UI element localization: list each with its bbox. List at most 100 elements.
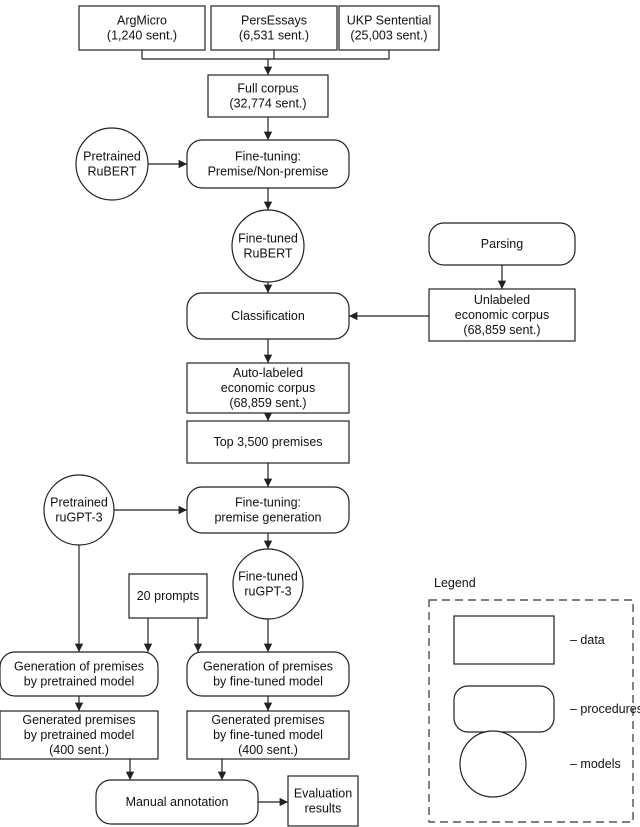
finetuned-rugpt-model-circle (232, 548, 304, 620)
node-persessays: PersEssays(6,531 sent.) (210, 5, 338, 51)
generated-finetuned-label: Generated premises (211, 713, 324, 727)
full-corpus-label: Full corpus (237, 82, 298, 96)
node-ukp: UKP Sentential(25,003 sent.) (338, 5, 440, 51)
node-manual-annotation: Manual annotation (95, 779, 259, 825)
node-top-premises: Top 3,500 premises (186, 420, 350, 464)
legend-item-label: – models (570, 757, 621, 771)
autolabeled-label: Auto-labeled (233, 366, 303, 380)
unlabeled-label: Unlabeled (474, 293, 530, 307)
node-full-corpus: Full corpus(32,774 sent.) (207, 74, 329, 118)
pretrained-rugpt-label: Pretrained (50, 496, 108, 510)
finetune-premise-label: Premise/Non-premise (208, 165, 329, 179)
prompts-label: 20 prompts (137, 589, 200, 603)
full-corpus-label: (32,774 sent.) (229, 97, 306, 111)
legend-frame (428, 599, 634, 823)
pretrained-rubert-label: Pretrained (83, 150, 141, 164)
classification-procedure-box (186, 292, 350, 340)
ukp-data-box (338, 5, 440, 51)
legend-title: Legend (434, 576, 476, 590)
finetune-generation-label: premise generation (214, 511, 321, 525)
generated-pretrained-label: Generated premises (22, 713, 135, 727)
generated-pretrained-data-box (0, 710, 159, 760)
ukp-label: (25,003 sent.) (350, 29, 427, 43)
generated-finetuned-label: (400 sent.) (238, 743, 298, 757)
finetune-generation-procedure-box (186, 486, 350, 534)
evaluation-data-box (287, 775, 359, 827)
gen-pretrained-label: by pretrained model (24, 675, 134, 689)
finetuned-rubert-model-circle (231, 209, 305, 283)
pretrained-rubert-label: RuBERT (87, 165, 136, 179)
persessays-data-box (210, 5, 338, 51)
classification-label: Classification (231, 309, 305, 323)
legend-model-circle (459, 730, 527, 798)
finetuned-rubert-label: RuBERT (243, 247, 292, 261)
autolabeled-label: economic corpus (221, 381, 316, 395)
generated-pretrained-label: (400 sent.) (49, 743, 109, 757)
evaluation-label: results (305, 802, 342, 816)
manual-annotation-label: Manual annotation (126, 795, 229, 809)
persessays-label: (6,531 sent.) (239, 29, 309, 43)
parsing-procedure-box (428, 222, 576, 266)
nodes-layer: ArgMicro(1,240 sent.)PersEssays(6,531 se… (0, 5, 576, 827)
pretrained-rugpt-model-circle (43, 474, 115, 546)
edges-layer (74, 50, 507, 807)
top-premises-label: Top 3,500 premises (213, 435, 322, 449)
argmicro-data-box (78, 5, 206, 51)
unlabeled-label: (68,859 sent.) (463, 323, 540, 337)
legend-rect-shape (453, 615, 555, 665)
node-prompts: 20 prompts (128, 573, 208, 619)
gen-pretrained-label: Generation of premises (14, 660, 144, 674)
unlabeled-data-box (428, 288, 576, 342)
gen-pretrained-procedure-box (0, 651, 159, 697)
persessays-label: PersEssays (241, 14, 307, 28)
finetuned-rubert-label: Fine-tuned (238, 232, 298, 246)
finetuned-rugpt-label: ruGPT-3 (244, 585, 291, 599)
pretrained-rubert-model-circle (75, 127, 149, 201)
legend-item-label: – data (570, 633, 605, 647)
legend: Legend – data – procedures – models (428, 576, 640, 823)
parsing-label: Parsing (481, 237, 523, 251)
generated-pretrained-label: by pretrained model (24, 728, 134, 742)
full-corpus-data-box (207, 74, 329, 118)
evaluation-label: Evaluation (294, 787, 352, 801)
ukp-label: UKP Sentential (347, 14, 432, 28)
node-finetune-generation: Fine-tuning:premise generation (186, 486, 350, 534)
gen-finetuned-procedure-box (186, 651, 350, 697)
node-classification: Classification (186, 292, 350, 340)
prompts-data-box (128, 573, 208, 619)
finetune-premise-procedure-box (186, 139, 350, 189)
node-finetune-premise: Fine-tuning:Premise/Non-premise (186, 139, 350, 189)
autolabeled-data-box (186, 362, 350, 414)
gen-finetuned-label: by fine-tuned model (213, 675, 323, 689)
finetune-generation-label: Fine-tuning: (235, 496, 301, 510)
argmicro-label: (1,240 sent.) (107, 29, 177, 43)
generated-finetuned-data-box (186, 710, 350, 760)
legend-item-label: – procedures (570, 702, 640, 716)
finetune-premise-label: Fine-tuning: (235, 150, 301, 164)
pretrained-rugpt-label: ruGPT-3 (55, 511, 102, 525)
node-argmicro: ArgMicro(1,240 sent.) (78, 5, 206, 51)
manual-annotation-procedure-box (95, 779, 259, 825)
gen-finetuned-label: Generation of premises (203, 660, 333, 674)
argmicro-label: ArgMicro (117, 14, 167, 28)
finetuned-rugpt-label: Fine-tuned (238, 570, 298, 584)
top-premises-data-box (186, 420, 350, 464)
autolabeled-label: (68,859 sent.) (229, 396, 306, 410)
node-parsing: Parsing (428, 222, 576, 266)
unlabeled-label: economic corpus (455, 308, 550, 322)
legend-rounded-shape (453, 685, 555, 733)
generated-finetuned-label: by fine-tuned model (213, 728, 323, 742)
